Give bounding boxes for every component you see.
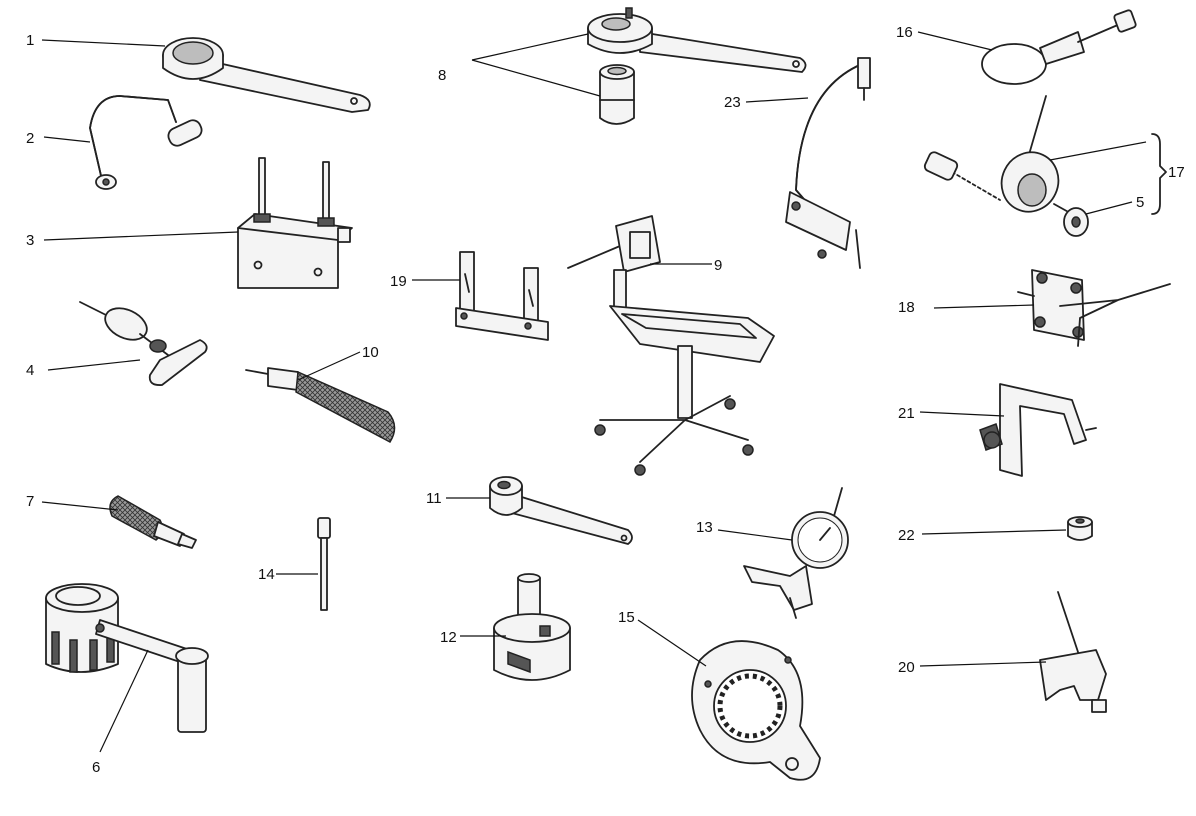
- callout-8: 8: [438, 67, 446, 84]
- leader-16: [917, 31, 993, 51]
- callout-13: 13: [696, 519, 713, 536]
- callout-22: 22: [898, 527, 915, 544]
- leader-15: [637, 619, 707, 667]
- leader-23: [745, 97, 809, 103]
- leader-21: [919, 411, 1005, 417]
- callout-15: 15: [618, 609, 635, 626]
- callout-12: 12: [440, 629, 457, 646]
- tool-14-slim-pin: [317, 517, 331, 611]
- tool-12-puller-body: [493, 573, 571, 681]
- callout-17: 17: [1168, 164, 1185, 181]
- callout-7: 7: [26, 493, 34, 510]
- leader-8a: [471, 33, 589, 61]
- tool-19-fork-plates: [455, 251, 549, 341]
- callout-9: 9: [714, 257, 722, 274]
- callout-5: 5: [1136, 194, 1144, 211]
- leader-4: [47, 359, 141, 371]
- leader-2: [43, 136, 91, 143]
- leader-6: [99, 649, 149, 753]
- tool-5-disc-plate: [1063, 207, 1089, 237]
- tool-20-block-with-rod: [1039, 591, 1107, 713]
- leader-17: [1049, 141, 1147, 161]
- tool-3-stud-plate: [237, 157, 353, 289]
- tool-21-bracket-with-knob: [979, 383, 1097, 477]
- callout-20: 20: [898, 659, 915, 676]
- leader-7: [41, 501, 119, 511]
- tool-6-slotted-socket-crank: [45, 583, 209, 733]
- callout-23: 23: [724, 94, 741, 111]
- tool-10-knurled-driver: [245, 367, 396, 443]
- tool-15-flywheel-holder: [691, 640, 821, 781]
- callout-4: 4: [26, 362, 34, 379]
- tool-1-ring-spanner: [162, 37, 371, 113]
- callout-1: 1: [26, 32, 34, 49]
- callout-14: 14: [258, 566, 275, 583]
- leader-5: [1085, 201, 1133, 215]
- callout-10: 10: [362, 344, 379, 361]
- tool-22-bushing: [1067, 516, 1093, 541]
- leader-22: [921, 529, 1067, 535]
- leader-8b: [471, 59, 601, 97]
- callout-19: 19: [390, 273, 407, 290]
- tool-13-dial-gauge: [743, 487, 849, 619]
- callout-2: 2: [26, 130, 34, 147]
- tool-17-spring-lever: [923, 95, 1073, 215]
- tool-11-socket-wrench: [489, 476, 633, 545]
- callout-18: 18: [898, 299, 915, 316]
- tool-8-spanner-with-socket: [587, 7, 807, 125]
- callout-16: 16: [896, 24, 913, 41]
- callout-6: 6: [92, 759, 100, 776]
- tool-9-engine-stand: [567, 215, 775, 476]
- tool-2-hook-tool: [89, 95, 203, 190]
- leader-10: [297, 351, 361, 381]
- callout-21: 21: [898, 405, 915, 422]
- tool-7-knurled-pin: [109, 495, 197, 549]
- leader-3: [43, 231, 239, 241]
- tool-16-strap-wrench: [981, 9, 1137, 85]
- tool-23-curved-bracket: [785, 57, 871, 269]
- callout-11: 11: [426, 490, 442, 507]
- leader-18: [933, 304, 1035, 309]
- tool-4-t-handle-puller: [79, 301, 208, 386]
- tool-18-bolt-plate-bar: [1017, 269, 1171, 347]
- leader-20: [919, 661, 1047, 667]
- leader-13: [717, 529, 793, 541]
- bracket-17: [1151, 133, 1167, 215]
- leader-1: [41, 39, 166, 47]
- callout-3: 3: [26, 232, 34, 249]
